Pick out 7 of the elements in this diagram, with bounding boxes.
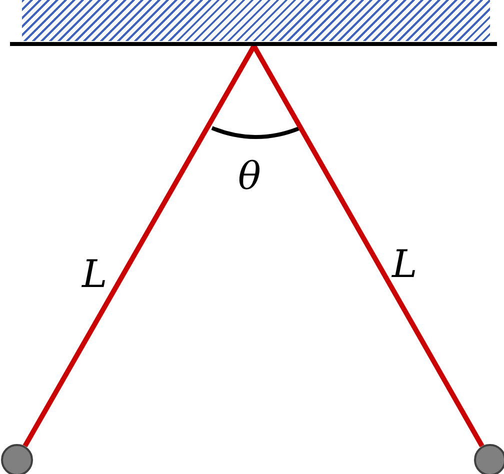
length-label: L	[392, 245, 418, 283]
length-label: L	[82, 255, 108, 293]
ball	[474, 444, 504, 474]
ball	[1, 444, 33, 474]
string-line	[22, 44, 256, 448]
angle-label: θ	[238, 157, 261, 195]
string-line	[252, 44, 484, 448]
